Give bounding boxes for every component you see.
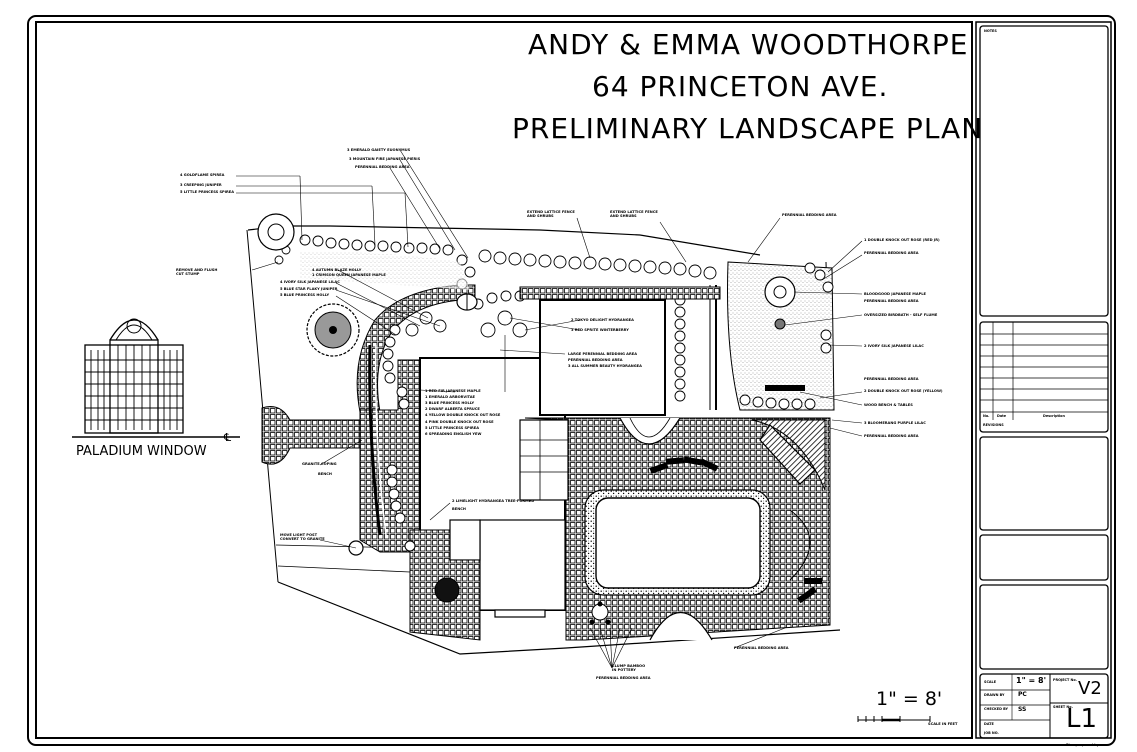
paladium-window-label: PALADIUM WINDOW	[76, 444, 207, 459]
revisions-label: REVISIONS	[983, 423, 1004, 427]
label-limelight: 2 LIMELIGHT HYDRANGEA TREE-FORMED	[452, 499, 535, 503]
date-label: DATE	[984, 722, 994, 726]
job-no-label: JOB NO.	[984, 731, 999, 735]
label-alberta-spruce: 2 DWARF ALBERTA SPRUCE	[425, 407, 480, 411]
label-bloodgood-maple: BLOODGOOD JAPANESE MAPLE	[864, 292, 926, 296]
label-wood-bench: WOOD BENCH & TABLES	[864, 403, 913, 407]
client-name-title: ANDY & EMMA WOODTHORPE	[528, 28, 969, 61]
paladium-window-elevation: ℄	[72, 318, 240, 444]
label-red-fir-maple: 1 RED FIR JAPANESE MAPLE	[425, 389, 481, 393]
label-all-summer-beauty: 3 ALL SUMMER BEAUTY HYDRANGEA	[568, 364, 642, 368]
label-fence-1: EXTEND LATTICE FENCE AND SHRUBS	[527, 210, 575, 219]
label-tokyo-delight: 2 TOKYO DELIGHT HYDRANGEA	[571, 318, 634, 322]
label-red-sprite: 3 RED SPRITE WINTERBERRY	[571, 328, 629, 332]
sheet-no-value: L1	[1066, 704, 1098, 734]
label-perennial-top-right: PERENNIAL BEDDING AREA	[782, 213, 837, 217]
maple-tree-symbol	[306, 303, 360, 357]
label-little-princess: 5 LITTLE PRINCESS SPIREA	[180, 190, 235, 194]
svg-text:℄: ℄	[223, 431, 231, 444]
label-bloomerang: 3 BLOOMERANG PURPLE LILAC	[864, 421, 926, 425]
label-english-yew: 6 SPREADING ENGLISH YEW	[425, 432, 482, 436]
label-birdbath: OVERSIZED BIRDBATH - SELF FLUME	[864, 313, 938, 317]
label-perennial-bottom: PERENNIAL BEDDING AREA	[596, 676, 651, 680]
label-pink-knockout: 4 PINK DOUBLE KNOCK OUT ROSE	[425, 420, 494, 424]
notes-heading: NOTES	[984, 29, 997, 33]
label-creeping-juniper: 3 CREEPING JUNIPER	[180, 183, 222, 187]
label-yellow-knockout-right: 2 DOUBLE KNOCK OUT ROSE (YELLOW)	[864, 389, 943, 393]
label-ivory-silk-lilac-left: 4 IVORY SILK JAPANESE LILAC	[280, 280, 340, 284]
swimming-pool	[584, 489, 771, 596]
checked-by-label: CHECKED BY	[984, 707, 1008, 711]
drawn-by-value: PC	[1018, 691, 1027, 698]
label-perennial-r3: PERENNIAL BEDDING AREA	[864, 377, 919, 381]
checked-by-value: SS	[1018, 706, 1027, 713]
rev-col-no: No.	[983, 414, 990, 418]
label-perennial-bottom-right: PERENNIAL BEDDING AREA	[734, 646, 789, 650]
label-crimson-queen: 1 CRIMSON QUEEN JAPANESE MAPLE	[312, 273, 386, 277]
birdbath-garden	[727, 261, 835, 411]
label-blue-princess-holly-2: 3 BLUE PRINCESS HOLLY	[425, 401, 475, 405]
credit-text: Plan prepared by	[1066, 743, 1099, 747]
label-little-princess-2: 5 LITTLE PRINCESS SPIREA	[425, 426, 480, 430]
drawn-by-label: DRAWN BY	[984, 693, 1005, 697]
scale-bar-label: SCALE IN FEET	[928, 722, 958, 726]
label-yellow-knockout: 4 YELLOW DOUBLE KNOCK OUT ROSE	[425, 413, 501, 417]
label-large-perennial: LARGE PERENNIAL BEDDING AREA	[568, 352, 637, 356]
label-perennial-center: PERENNIAL BEDDING AREA	[568, 358, 623, 362]
label-red-knockout: 1 DOUBLE KNOCK OUT ROSE (RED JR)	[864, 238, 940, 242]
label-bench-left: BENCH	[318, 472, 332, 476]
label-ivory-silk-right: 2 IVORY SILK JAPANESE LILAC	[864, 344, 924, 348]
scale-text: 1" = 8'	[876, 688, 943, 710]
scale-label: SCALE	[984, 680, 997, 684]
sheet-no-label: SHEET No.	[1053, 705, 1073, 709]
rev-col-description: Description	[1043, 414, 1065, 418]
label-light-post: MOVE LIGHT POST CONVERT TO GRANITE	[280, 533, 325, 542]
label-perennial-top: PERENNIAL BEDDING AREA	[355, 165, 410, 169]
scale-value: 1" = 8'	[1016, 676, 1047, 685]
project-no-value: V2	[1078, 678, 1102, 699]
label-blue-princess-holly: 5 BLUE PRINCESS HOLLY	[280, 293, 330, 297]
scale-bar	[857, 716, 931, 722]
label-perennial-r2: PERENNIAL BEDDING AREA	[864, 299, 919, 303]
label-perennial-r1: PERENNIAL BEDDING AREA	[864, 251, 919, 255]
label-remove-stump: REMOVE AND FLUSH CUT STUMP	[176, 268, 218, 277]
label-blue-star-juniper: 5 BLUE STAR FLAKY JUNIPER	[280, 287, 338, 291]
label-emerald-arborvitae: 1 EMERALD ARBORVITAE	[425, 395, 475, 399]
label-perennial-r4: PERENNIAL BEDDING AREA	[864, 434, 919, 438]
address-title: 64 PRINCETON AVE.	[592, 70, 889, 103]
label-pieris: 3 MOUNTAIN FIRE JAPANESE PIERIS	[349, 157, 421, 161]
project-no-label: PROJECT No.	[1053, 678, 1077, 682]
rev-col-date: Date	[997, 414, 1007, 418]
label-fence-2: EXTEND LATTICE FENCE AND SHRUBS	[610, 210, 658, 219]
label-bench-2: BENCH	[452, 507, 466, 511]
plan-title: PRELIMINARY LANDSCAPE PLAN	[512, 112, 984, 145]
label-euonymus: 3 EMERALD GAIETY EUONYMUS	[347, 148, 411, 152]
label-autumn-blaze-holly: 4 AUTUMN BLAZE HOLLY	[312, 268, 362, 272]
label-goldflame: 4 GOLDFLAME SPIREA	[180, 173, 225, 177]
label-clump-bamboo: CLUMP BAMBOO IN POTTERY	[612, 664, 646, 673]
shrub-border-top	[274, 234, 717, 290]
label-granite-coping: GRANITE COPING	[302, 462, 337, 466]
